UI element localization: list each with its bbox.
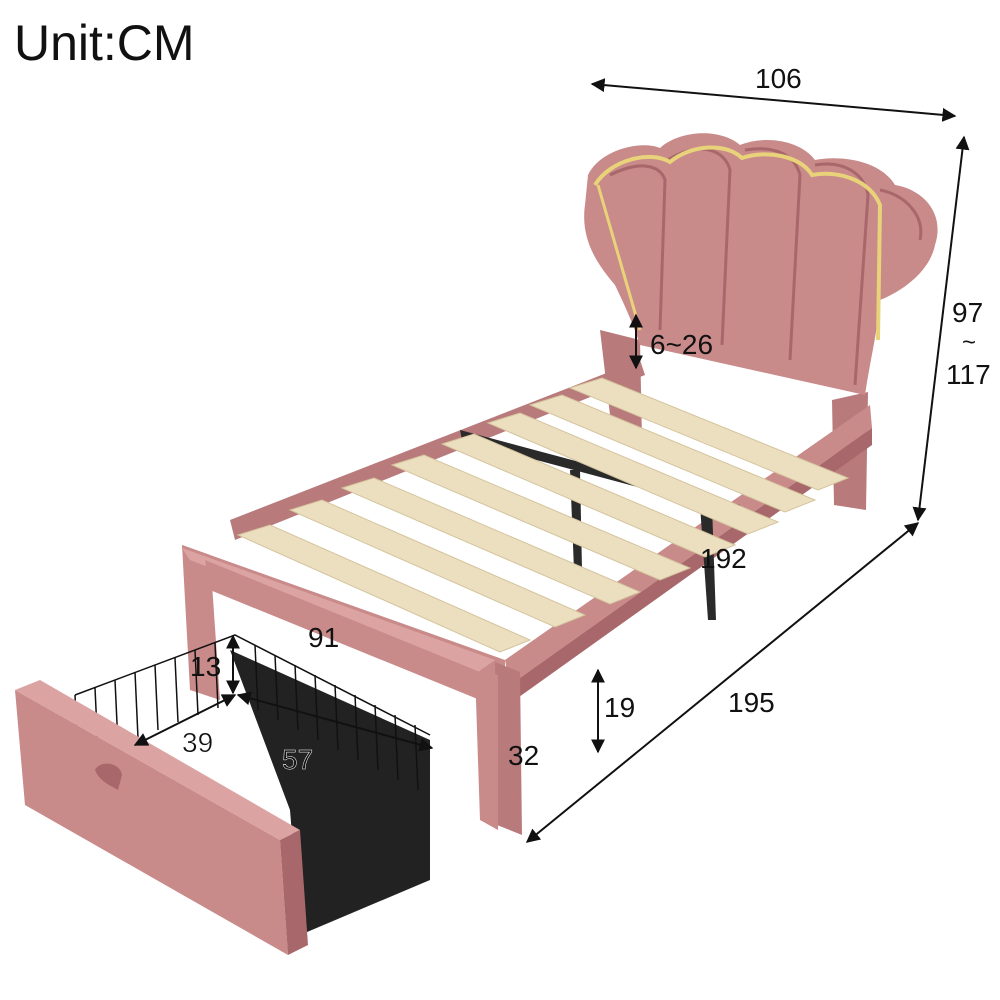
dim-line-drawer-width: [133, 694, 237, 746]
label-drawer-width: 39: [182, 727, 213, 758]
foot-leg: [182, 545, 522, 835]
drawer: [15, 634, 431, 955]
label-outer-length: 195: [728, 687, 775, 718]
label-under-bed-clearance: 19: [604, 692, 635, 723]
label-headboard-width: 106: [755, 63, 802, 94]
label-bed-width: 91: [308, 622, 339, 653]
headboard: [584, 133, 938, 395]
slats: [236, 377, 850, 653]
label-drawer-length: 57: [282, 744, 313, 775]
label-drawer-height: 13: [190, 651, 221, 682]
dim-line-headboard-width: [590, 78, 957, 122]
dim-line-total-height: [912, 135, 970, 522]
label-total-height-sep: ~: [962, 329, 976, 356]
label-total-height-bottom: 117: [946, 359, 991, 390]
dim-line-drawer-length: [236, 691, 434, 752]
unit-label: Unit:CM: [14, 15, 195, 71]
label-frame-height: 32: [508, 740, 539, 771]
label-headboard-clearance: 6~26: [650, 329, 713, 360]
dim-line-outer-length: [525, 522, 920, 843]
label-total-height-top: 97: [952, 297, 983, 328]
label-inner-length: 192: [700, 543, 747, 574]
dimension-lines: [133, 78, 970, 843]
